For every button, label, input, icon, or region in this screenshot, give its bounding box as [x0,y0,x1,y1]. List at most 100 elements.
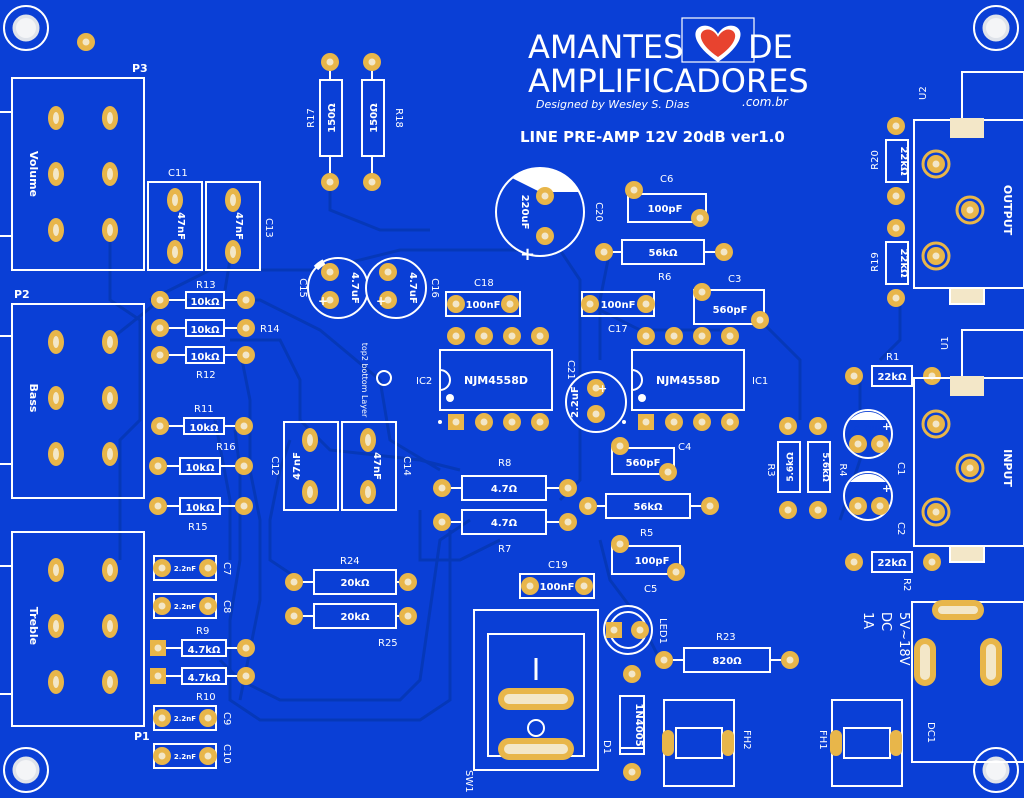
pot-p1-treble: P1 Treble [0,531,150,743]
svg-text:C13: C13 [263,218,274,238]
svg-text:C7: C7 [221,562,232,575]
capacitor-c6: 100pF C6 [625,174,709,227]
svg-text:R11: R11 [194,404,214,415]
diode-d1: 1N4005 D1 [601,665,645,781]
svg-text:22kΩ: 22kΩ [898,146,909,176]
capacitor-c3: 560pF C3 [693,274,769,329]
svg-text:C9: C9 [221,712,232,725]
resistor-r11: 10kΩ R11 [151,404,253,435]
brand-domain: .com.br [742,95,789,109]
pot-p3-volume: P3 Volume [0,62,148,271]
resistor-r8: 4.7Ω R8 [433,458,577,501]
svg-text:10kΩ: 10kΩ [189,423,219,434]
resistor-r19: 22kΩ R19 [870,219,909,307]
capacitor-c8: 2.2nF C8 [153,593,232,619]
brand-line1: AMANTES [528,28,683,66]
capacitor-c2: + 4.7uF C2 [843,471,906,535]
svg-text:C20: C20 [593,202,604,222]
resistor-r1: 22kΩ R1 [845,352,941,387]
svg-text:C4: C4 [678,442,691,453]
mounting-hole-icon [972,4,1020,52]
capacitor-c21: + 2.2uF C21 [565,360,627,433]
resistor-r20: 22kΩ R20 [870,117,909,205]
capacitor-c4: 560pF C4 [611,437,691,481]
capacitor-c1: + 4.7uF C1 [843,409,906,475]
resistor-r24: 20kΩ R24 [285,556,417,595]
svg-text:OUTPUT: OUTPUT [1001,185,1014,236]
resistor-r25: 20kΩ R25 [285,603,417,649]
resistor-r13: 10kΩ R13 [151,280,255,309]
svg-text:R7: R7 [498,544,511,555]
svg-text:4.7Ω: 4.7Ω [491,484,518,495]
svg-text:NJM4558D: NJM4558D [464,374,528,387]
svg-text:R9: R9 [196,626,209,637]
svg-text:47nF: 47nF [233,212,244,240]
capacitor-c12: 47nF C12 [269,421,339,511]
resistor-r6: 56kΩ R6 [595,239,733,283]
svg-text:100nF: 100nF [601,300,636,311]
svg-text:+: + [598,382,607,395]
svg-text:+: + [318,294,328,308]
svg-text:R8: R8 [498,458,511,469]
svg-text:100nF: 100nF [540,582,575,593]
svg-text:R24: R24 [340,556,360,567]
power-rating: 5V~18V DC 1A [860,612,911,666]
svg-text:R19: R19 [870,252,881,272]
svg-text:C12: C12 [269,456,280,476]
svg-text:C6: C6 [660,174,673,185]
svg-text:C5: C5 [644,584,657,595]
capacitor-c19: 100nF C19 [519,560,595,599]
mounting-hole-icon [2,4,50,52]
resistor-r17: 150Ω R17 [306,53,343,191]
svg-text:10kΩ: 10kΩ [190,352,220,363]
svg-text:2.2uF: 2.2uF [570,386,581,418]
svg-text:U1: U1 [940,336,951,350]
label-p1: P1 [134,730,150,743]
resistor-r12: 10kΩ R12 [151,346,255,381]
svg-text:C19: C19 [548,560,568,571]
resistor-r2: 22kΩ R2 [845,551,941,591]
svg-text:C18: C18 [474,278,494,289]
svg-text:4.7uF: 4.7uF [407,272,418,304]
svg-text:20kΩ: 20kΩ [340,612,370,623]
svg-text:R20: R20 [870,150,881,170]
svg-text:U2: U2 [918,86,929,100]
resistor-r18: 150Ω R18 [361,53,404,191]
svg-text:4.7uF: 4.7uF [854,424,883,434]
svg-text:10kΩ: 10kΩ [185,503,215,514]
svg-text:IC2: IC2 [416,376,432,387]
svg-text:R3: R3 [765,463,776,476]
svg-text:R15: R15 [188,522,208,533]
via-top2bottom: top2 bottom Layer [360,343,392,418]
svg-text:top2 bottom Layer: top2 bottom Layer [360,343,369,418]
svg-text:56kΩ: 56kΩ [633,502,663,513]
svg-text:+: + [376,294,386,308]
svg-text:LED1: LED1 [657,618,668,644]
svg-text:560pF: 560pF [626,458,661,469]
ic-ic2: NJM4558D IC2 [416,327,553,431]
svg-text:R6: R6 [658,272,671,283]
svg-text:FH1: FH1 [817,730,828,750]
svg-text:C16: C16 [429,278,440,298]
svg-text:47nF: 47nF [371,452,382,480]
svg-text:C10: C10 [221,744,232,764]
svg-text:4.7kΩ: 4.7kΩ [188,673,221,684]
svg-text:D1: D1 [601,740,612,754]
capacitor-c15: + 4.7uF C15 [297,257,369,319]
resistor-r14: 10kΩ R14 [151,319,280,337]
svg-text:4.7kΩ: 4.7kΩ [188,645,221,656]
label-treble: Treble [27,607,40,645]
capacitor-c17: 100nF C17 [581,291,655,335]
brand-logo: AMANTES DE AMPLIFICADORES Designed by We… [520,17,809,146]
svg-text:2.2nF: 2.2nF [174,603,196,611]
svg-text:150Ω: 150Ω [327,103,338,133]
svg-text:R18: R18 [393,108,404,128]
brand-subtitle: LINE PRE-AMP 12V 20dB ver1.0 [520,128,785,146]
svg-text:10kΩ: 10kΩ [190,325,220,336]
svg-text:5V~18V: 5V~18V [896,612,911,666]
svg-text:220uF: 220uF [519,195,530,230]
capacitor-c18: 100nF C18 [445,278,521,317]
pad [151,291,169,309]
brand-designer: Designed by Wesley S. Dias [536,98,690,111]
